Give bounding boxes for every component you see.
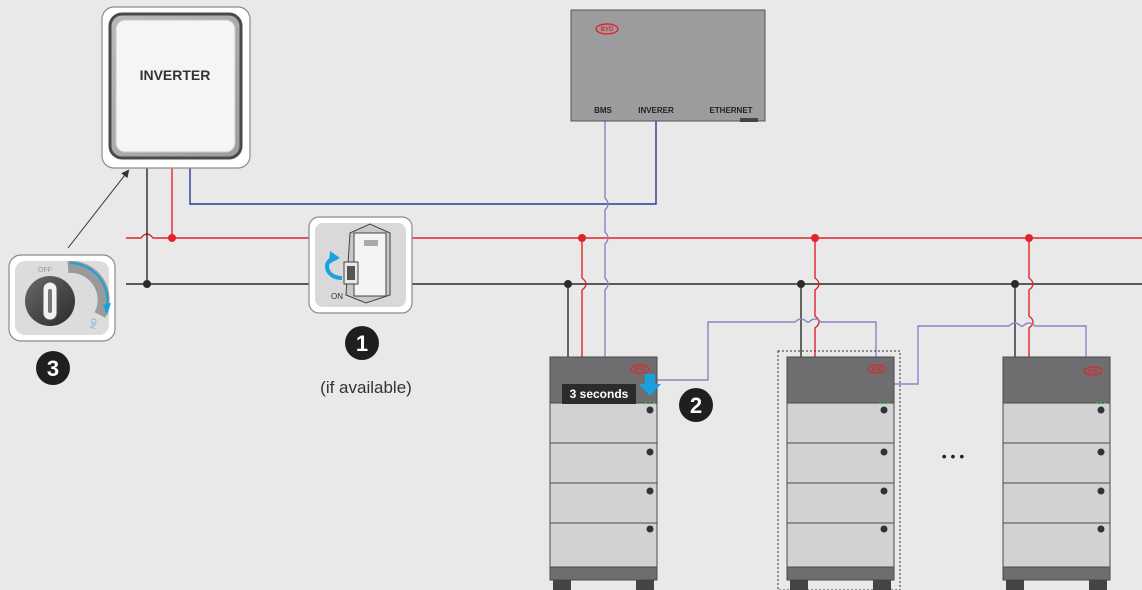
junction-dot <box>143 280 151 288</box>
battery-tower: BYD <box>1002 356 1111 590</box>
battery-tower: BYD <box>786 356 895 590</box>
byd-logo-icon <box>595 23 619 35</box>
byd-logo-icon <box>867 364 887 374</box>
down-arrow-icon <box>639 374 661 396</box>
power-button-icon[interactable] <box>880 406 888 414</box>
junction-dot <box>811 234 819 242</box>
pointer-arrow <box>67 169 130 249</box>
junction-dot <box>1011 280 1019 288</box>
port-label-ethernet: ETHERNET <box>709 106 752 115</box>
battery-management-unit: BYD BMS INVERER ETHERNET <box>570 9 766 122</box>
led-indicator-icon <box>644 401 656 405</box>
power-button-icon[interactable] <box>646 406 654 414</box>
bmu-logo-text: BYD <box>601 27 614 33</box>
module-indicator-icon <box>1097 487 1105 495</box>
tower3-positive-drop <box>1028 238 1034 360</box>
breaker-on-label: ON <box>331 292 343 301</box>
isolator-arc <box>67 260 110 318</box>
off-label: OFF <box>38 267 52 274</box>
curved-arrow-icon <box>69 262 109 308</box>
step-1-number: 1 <box>356 331 368 356</box>
breaker-note: (if available) <box>320 378 412 397</box>
battery-tower: BYD <box>549 356 658 590</box>
circuit-breaker-panel[interactable]: ON <box>308 216 413 314</box>
inverter-comm-cable <box>189 118 657 205</box>
communication-wiring <box>189 118 1087 385</box>
byd-logo-icon <box>1083 366 1103 376</box>
timing-callout: 3 seconds <box>562 374 661 404</box>
step-3-number: 3 <box>47 356 59 381</box>
junction-dot <box>564 280 572 288</box>
led-indicator-icon <box>1095 401 1107 405</box>
port-label-bms: BMS <box>594 106 612 115</box>
isolator-switch-panel[interactable]: OFF ON <box>8 169 130 342</box>
tower-link-cable <box>652 318 877 381</box>
junction-dot <box>168 234 176 242</box>
module-indicator-icon <box>646 448 654 456</box>
on-label: ON <box>88 318 97 330</box>
junction-dot <box>797 280 805 288</box>
module-indicator-icon <box>880 487 888 495</box>
more-towers-ellipsis: • • • <box>942 448 965 464</box>
led-indicator-icon <box>878 401 890 405</box>
step-2-number: 2 <box>690 393 702 418</box>
power-button-icon[interactable] <box>1097 406 1105 414</box>
inverter: INVERTER <box>101 6 251 169</box>
bms-comm-cable <box>604 118 609 360</box>
inverter-label: INVERTER <box>140 67 211 83</box>
selection-frame <box>777 350 901 590</box>
arrow-tip <box>103 303 111 315</box>
module-indicator-icon <box>1097 525 1105 533</box>
module-indicator-icon <box>646 487 654 495</box>
module-indicator-icon <box>1097 448 1105 456</box>
arrow-tip <box>329 251 340 264</box>
junction-dot <box>578 234 586 242</box>
junction-dot <box>1025 234 1033 242</box>
battery-logo-text: BYD <box>635 367 646 373</box>
tower1-positive-drop <box>581 238 587 360</box>
timing-label: 3 seconds <box>570 387 629 401</box>
byd-logo-icon <box>630 364 650 374</box>
battery-logo-text: BYD <box>1088 369 1099 375</box>
step-2-badge: 2 <box>679 388 713 422</box>
tower-link-cable <box>893 322 1087 385</box>
tower2-positive-drop <box>814 238 820 360</box>
battery-logo-text: BYD <box>872 367 883 373</box>
dc-positive-bus <box>126 233 1142 239</box>
breaker-icon <box>343 223 391 304</box>
port-label-inverter: INVERER <box>638 106 674 115</box>
step-3-badge: 3 <box>36 351 70 385</box>
step-1-badge: 1 <box>345 326 379 360</box>
module-indicator-icon <box>646 525 654 533</box>
dc-bus <box>126 168 1142 360</box>
module-indicator-icon <box>880 525 888 533</box>
module-indicator-icon <box>880 448 888 456</box>
